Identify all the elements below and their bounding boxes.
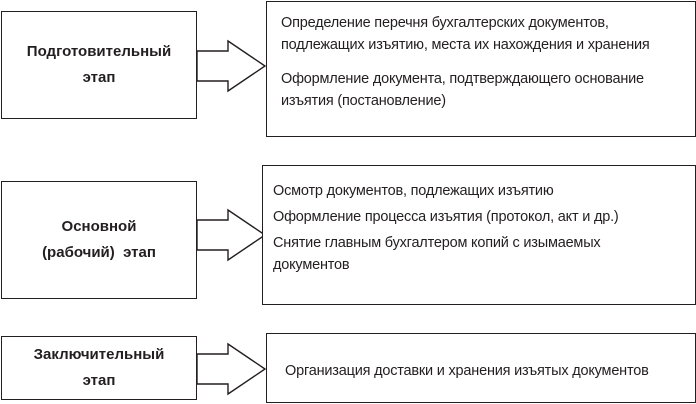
detail-item: Осмотр документов, подлежащих изъятию <box>273 183 554 199</box>
stage-box-final: Заключительный этап <box>1 336 197 400</box>
detail-box-preparatory: Определение перечня бухгалтерских докуме… <box>266 1 696 137</box>
detail-item: Оформление процесса изъятия (протокол, а… <box>273 209 619 225</box>
detail-item: Оформление документа, подтверждающего ос… <box>281 71 644 109</box>
stage-name-line: этап <box>82 372 116 389</box>
right-arrow-icon <box>196 208 267 262</box>
right-arrow-icon <box>196 342 267 396</box>
detail-box-main: Осмотр документов, подлежащих изъятию Оф… <box>262 165 696 305</box>
stage-name-line: Заключительный <box>33 346 165 363</box>
detail-item: Снятие главным бухгалтером копий с изыма… <box>273 235 601 273</box>
detail-item: Определение перечня бухгалтерских докуме… <box>281 15 650 53</box>
detail-item: Организация доставки и хранения изъятых … <box>285 363 649 379</box>
stage-name-line: этап <box>82 69 116 86</box>
detail-box-final: Организация доставки и хранения изъятых … <box>266 333 696 403</box>
stage-box-main: Основной (рабочий) этап <box>1 181 197 299</box>
stage-box-preparatory: Подготовительный этап <box>1 11 197 119</box>
right-arrow-icon <box>196 39 267 93</box>
stage-name-line: Подготовительный <box>26 43 172 60</box>
stage-name-line: Основной <box>61 218 137 235</box>
stage-name-line: (рабочий) этап <box>42 244 156 261</box>
